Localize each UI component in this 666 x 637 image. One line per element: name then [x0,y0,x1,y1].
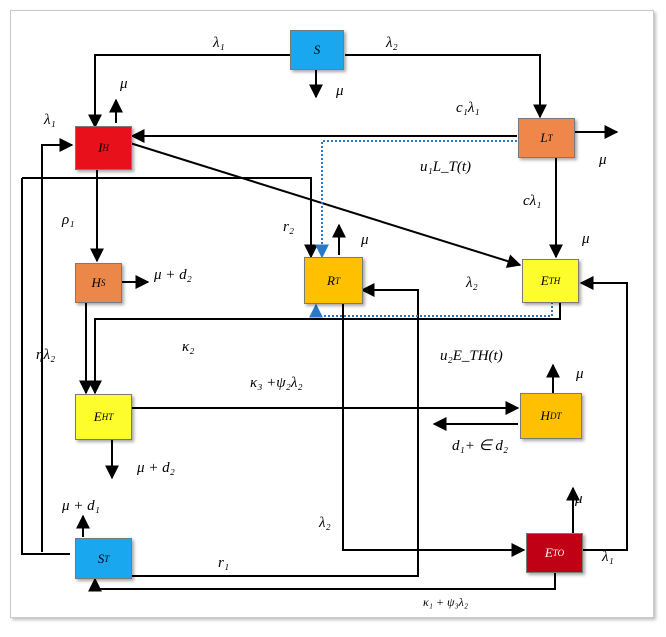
label-mu-rt: μ [361,232,369,248]
label-lambda1-eto: λ₁ [602,549,614,565]
label-d1ed2: d₁+ ∈ d₂ [452,438,509,454]
arrow-st-to-rt [132,283,419,577]
label-rho1: ρ₁ [62,212,75,228]
label-lambda2-low: λ₂ [319,515,331,531]
arrow-s-to-lt [345,54,547,119]
arrow-s-to-ih [88,54,290,129]
label-mu-eto: μ [575,491,583,507]
label-mu-d1-st: μ + d₁ [62,498,100,514]
node-s: S [290,30,344,70]
label-mu-d2-hs: μ + d₂ [154,267,192,283]
label-mu-eth: μ [582,231,590,247]
label-r1: r₁ [218,555,230,571]
label-kappa3psi2: κ₃ +ψ₂λ₂ [250,375,303,391]
label-kappa1psi3: κ₁ + ψ₃λ₂ [423,595,469,609]
label-kappa2: κ₂ [182,339,195,355]
arrow-ih-to-eth [129,142,522,268]
label-mu-s: μ [336,83,344,99]
arrow-eto-to-eth [579,276,628,551]
label-clambda1: cλ₁ [523,193,542,209]
label-mu-hdt: μ [576,366,584,382]
label-lambda2-top: λ₂ [386,35,398,51]
label-u1lt: u₁L_T(t) [420,159,472,175]
arrow-rt-to-eto [342,303,526,557]
arrow-into-ih-left [41,138,74,552]
label-lambda1-left: λ₁ [44,112,56,128]
dotted-lt-to-rt [315,140,517,259]
arrow-eto-to-st [88,570,556,592]
label-c1lambda1: c₁λ₁ [456,100,480,116]
label-lambda2-mid: λ₂ [466,275,478,291]
node-s-label: S [313,42,321,57]
arrow-ih-to-rt [22,177,318,259]
dotted-eth-to-rt [309,302,553,318]
label-mu-ih: μ [120,76,128,92]
arrow-eth-to-eht [88,302,561,395]
label-u2eth: u₂E_TH(t) [440,348,503,364]
diagram-frame [10,10,654,618]
label-mu-lt: μ [599,152,607,168]
label-mu-d2-eht: μ + d₂ [137,460,175,476]
label-r2: r₂ [283,219,295,235]
label-lambda1-top: λ₁ [213,35,225,51]
label-etalambda2: ηλ₂ [36,347,56,363]
arrow-st-to-ih [21,178,70,555]
